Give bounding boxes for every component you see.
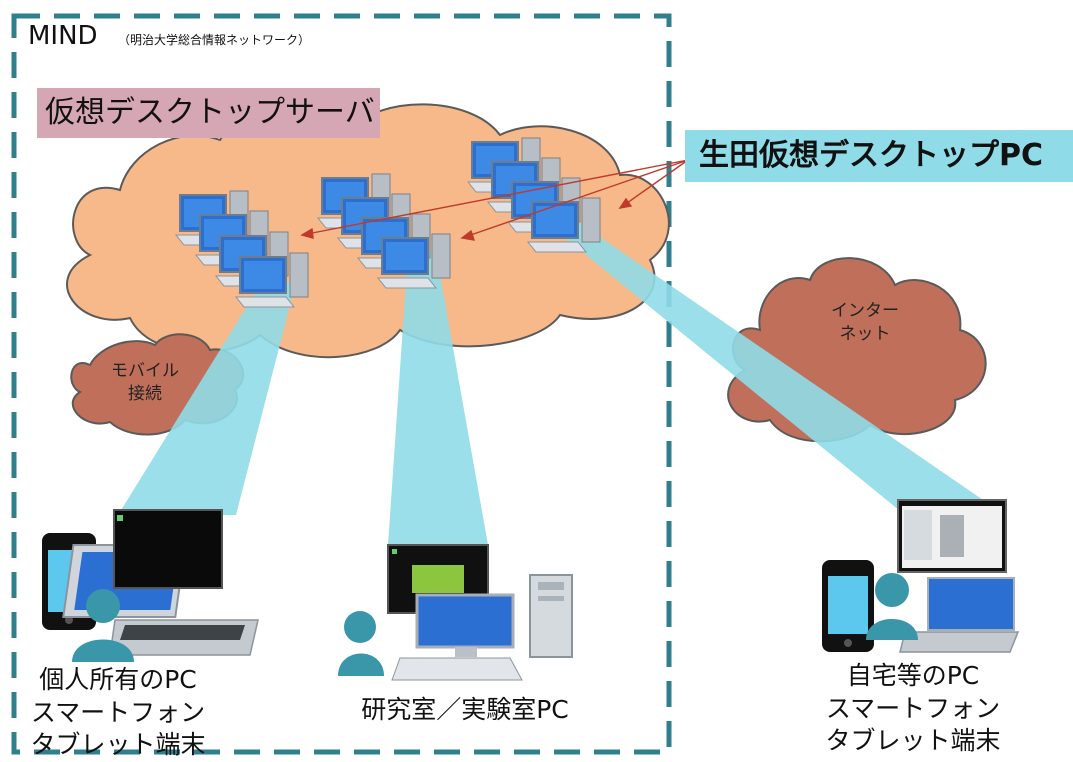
internet-cloud-line: ネット [839, 323, 891, 344]
smartphone-icon [822, 560, 874, 652]
caption-line: タブレット端末 [30, 730, 206, 759]
person-icon [866, 573, 918, 640]
connection-beams [118, 222, 1005, 545]
laptop-icon [899, 577, 1020, 653]
mind-title: MIND [28, 21, 98, 51]
caption-line: タブレット端末 [825, 726, 1001, 755]
caption-line: スマートフォン [30, 697, 206, 727]
caption-line: 自宅等のPC [846, 661, 980, 690]
home-devices-caption: 自宅等のPC スマートフォン タブレット端末 [808, 660, 1018, 758]
person-icon [338, 611, 384, 676]
virtual-pc-label: 生田仮想デスクトップPC [685, 130, 1073, 182]
tower-pc-icon [529, 574, 573, 658]
mind-network-border [11, 13, 672, 755]
mobile-cloud-label: モバイル 接続 [100, 360, 190, 406]
remote-screen [113, 509, 223, 589]
mobile-cloud-line: 接続 [128, 383, 162, 404]
caption-line: 個人所有のPC [39, 665, 197, 694]
mobile-cloud-line: モバイル [111, 361, 179, 381]
label-pointer-arrows [300, 159, 689, 241]
remote-screen [897, 499, 1007, 573]
internet-cloud-line: インター [831, 301, 899, 321]
server-label: 仮想デスクトップサーバ [37, 88, 380, 138]
personal-devices-caption: 個人所有のPC スマートフォン タブレット端末 [18, 664, 218, 762]
mind-subtitle: （明治大学総合情報ネットワーク） [118, 33, 311, 47]
lab-pc-caption: 研究室／実験室PC [361, 695, 569, 724]
desktop-pc-icon [387, 544, 523, 681]
caption-line: スマートフォン [825, 693, 1001, 723]
person-icon [72, 589, 134, 662]
internet-cloud-label: インター ネット [820, 300, 910, 346]
